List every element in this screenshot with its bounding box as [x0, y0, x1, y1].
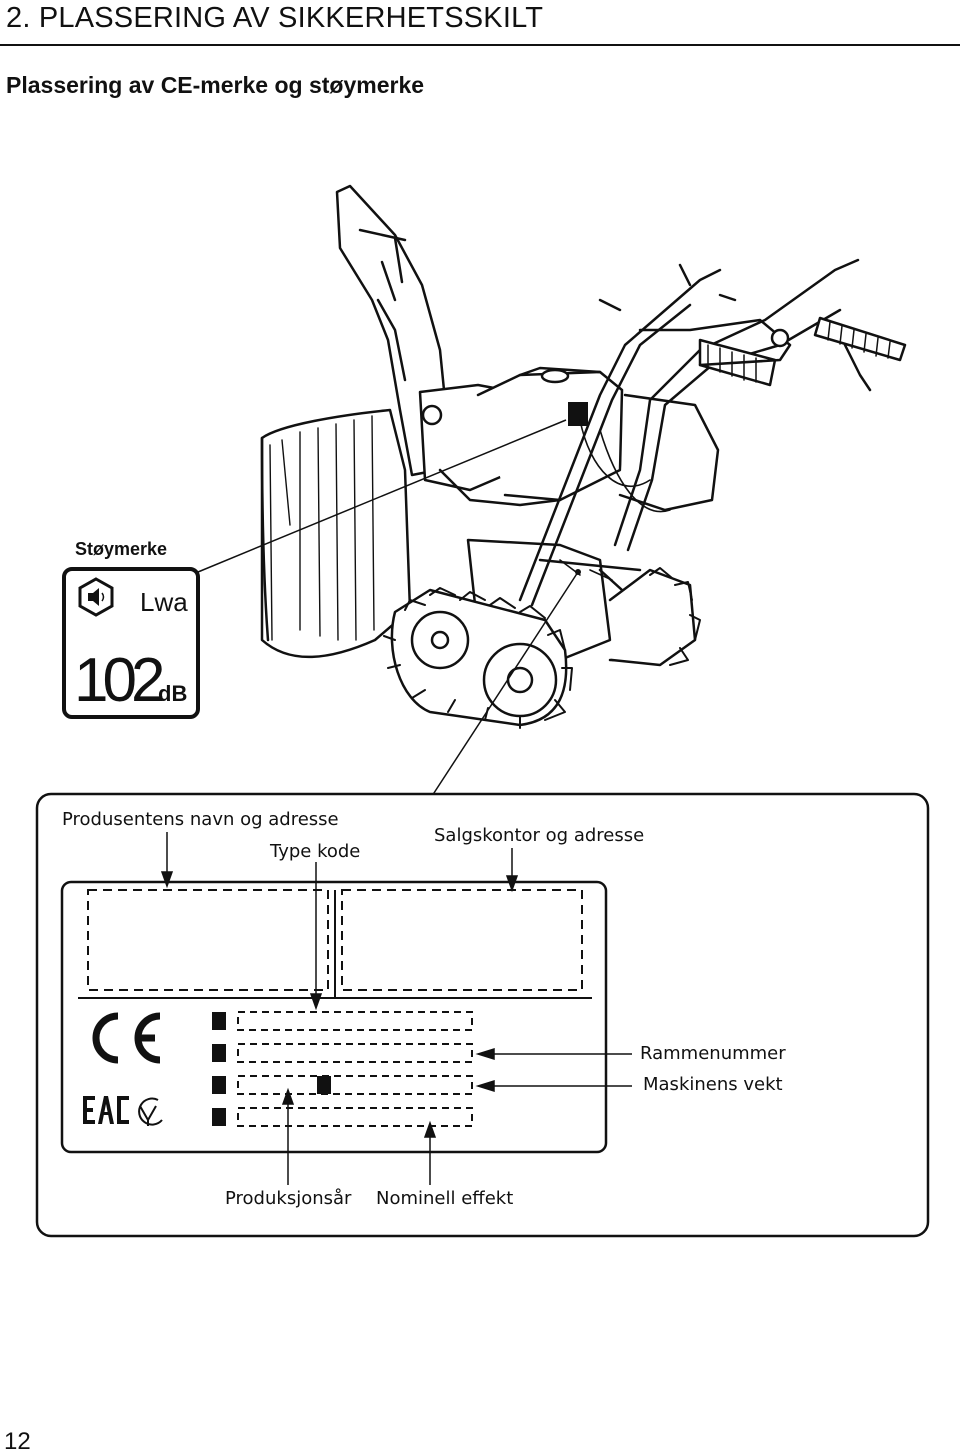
noise-label-caption: Støymerke [75, 539, 168, 559]
eac-mark-icon [83, 1096, 129, 1124]
noise-symbol-text: Lwa [140, 587, 188, 617]
callout-manufacturer: Produsentens navn og adresse [62, 809, 339, 830]
page-number: 12 [4, 1428, 31, 1455]
callout-rated-power: Nominell effekt [376, 1188, 514, 1209]
ce-mark-icon [92, 1012, 161, 1064]
callout-frame-number: Rammenummer [640, 1043, 786, 1064]
ukrainian-conformity-mark-icon [138, 1097, 163, 1126]
noise-value: 102 [74, 646, 163, 715]
section-heading: 2. PLASSERING AV SIKKERHETSSKILT [6, 2, 544, 34]
heading-rule [0, 44, 960, 46]
callout-production-year: Produksjonsår [225, 1188, 352, 1209]
rating-plate-diagram [35, 792, 930, 1238]
noise-unit: dB [158, 681, 187, 706]
subheading: Plassering av CE-merke og støymerke [6, 72, 425, 98]
speaker-icon [78, 577, 114, 617]
callout-type-code: Type kode [270, 841, 361, 862]
noise-label-box: Lwa 102 dB [62, 567, 200, 719]
callout-machine-weight: Maskinens vekt [643, 1074, 783, 1095]
snow-blower-illustration [197, 184, 907, 797]
callout-sales-office: Salgskontor og adresse [434, 825, 645, 846]
